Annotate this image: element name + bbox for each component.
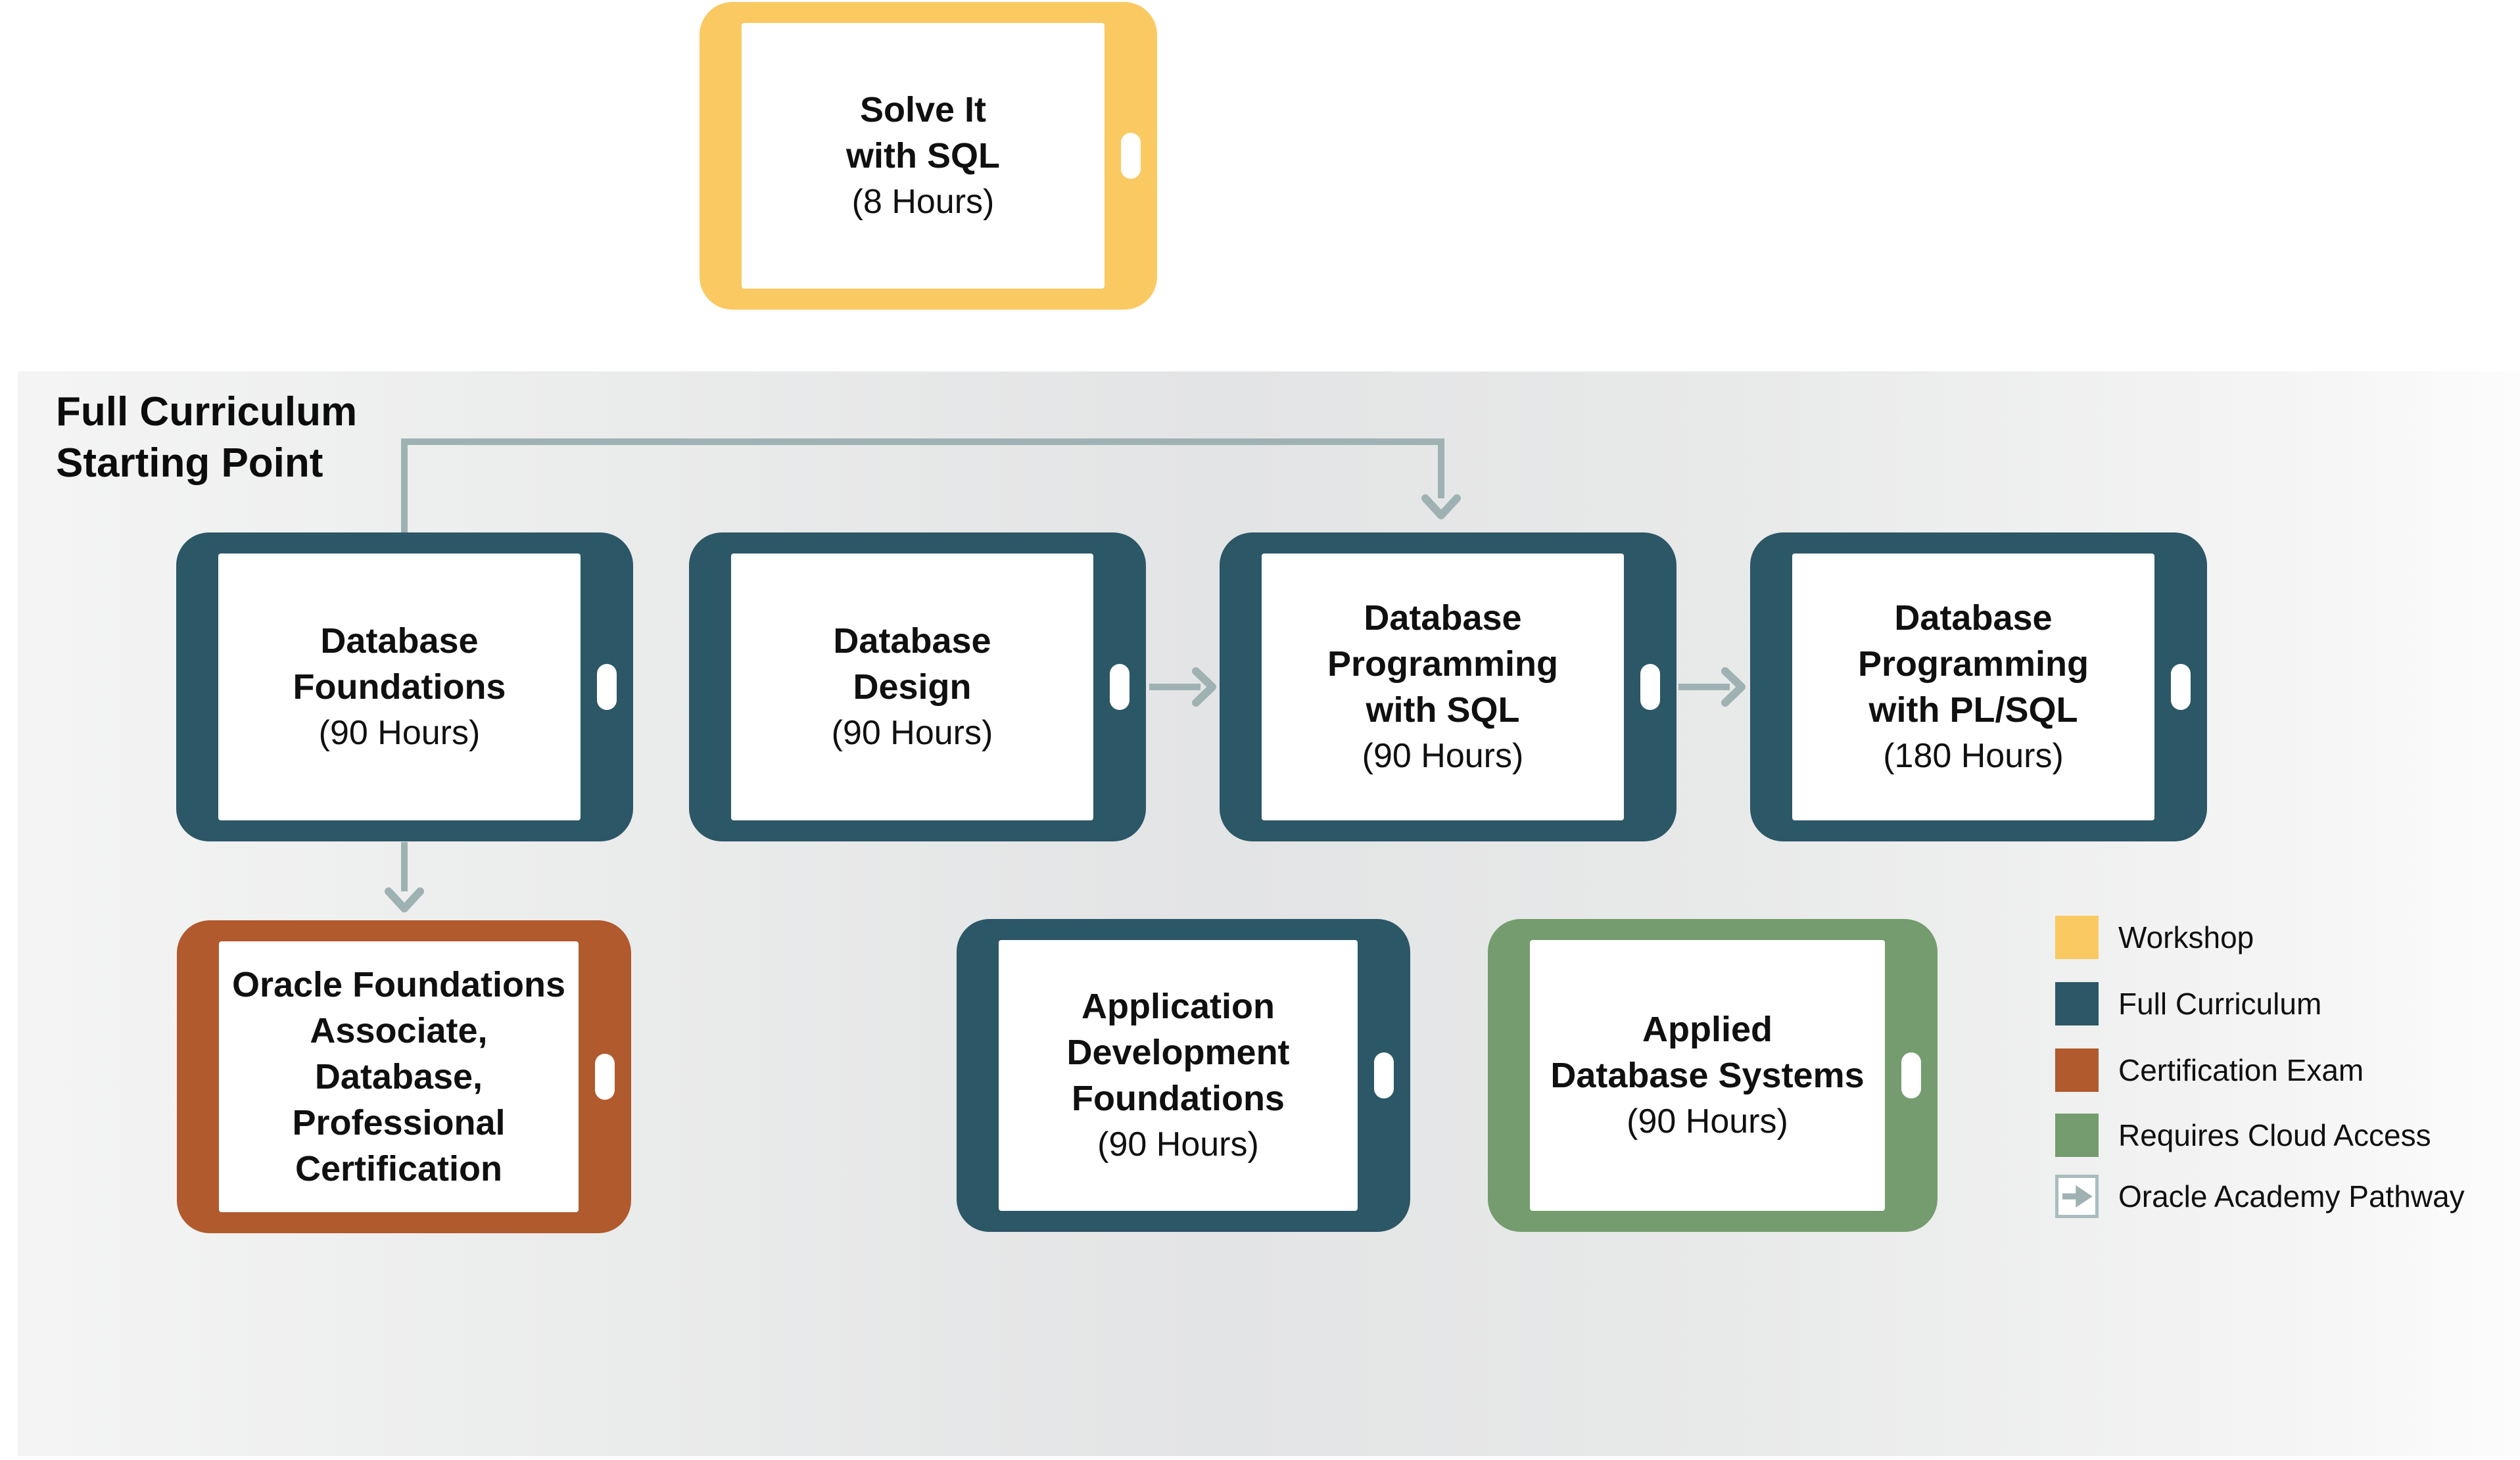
tablet-screen: Solve It with SQL (8 Hours) — [742, 23, 1105, 289]
course-title-line: Database Systems — [1550, 1056, 1865, 1095]
home-button-icon — [1110, 664, 1129, 710]
course-title-line: Professional — [292, 1103, 506, 1142]
starting-point-label: Full Curriculum Starting Point — [56, 387, 357, 489]
course-title-line: Associate, — [310, 1011, 488, 1050]
course-title-line: Database — [833, 621, 991, 661]
home-button-icon — [1374, 1052, 1394, 1098]
course-hours: (90 Hours) — [318, 714, 481, 752]
home-button-icon — [595, 1054, 615, 1100]
starting-point-line2: Starting Point — [56, 440, 323, 486]
tablet-screen: Application Development Foundations (90 … — [999, 940, 1358, 1211]
tablet-applied-database-systems: Applied Database Systems (90 Hours) — [1488, 919, 1938, 1232]
full-curriculum-swatch-icon — [2055, 982, 2099, 1025]
workshop-swatch-icon — [2055, 916, 2099, 959]
course-title-line: Application — [1082, 987, 1275, 1026]
course-hours: (8 Hours) — [851, 183, 995, 221]
tablet-database-programming-with-sql: Database Programming with SQL (90 Hours) — [1220, 532, 1676, 841]
certification-exam-swatch-icon — [2055, 1048, 2099, 1092]
tablet-screen: Database Programming with PL/SQL (180 Ho… — [1792, 553, 2154, 820]
tablet-screen: Database Design (90 Hours) — [731, 553, 1093, 820]
course-title-line: with SQL — [1366, 690, 1520, 730]
legend-label: Certification Exam — [2118, 1053, 2364, 1087]
course-title-line: Foundations — [1072, 1079, 1285, 1118]
course-title-line: Design — [853, 667, 972, 707]
tablet-oracle-foundations-certification: Oracle Foundations Associate, Database, … — [177, 920, 631, 1233]
course-title-line: Database — [1894, 598, 2053, 638]
home-button-icon — [597, 664, 617, 710]
course-title-line: Database — [320, 621, 479, 661]
tablet-screen: Database Foundations (90 Hours) — [218, 553, 581, 820]
legend-label: Workshop — [2118, 920, 2254, 954]
tablet-database-design: Database Design (90 Hours) — [689, 532, 1146, 841]
course-title-line: Database — [1364, 598, 1522, 638]
home-button-icon — [2171, 664, 2191, 710]
course-title-line: Programming — [1857, 644, 2089, 684]
legend-item-workshop: Workshop — [2055, 916, 2254, 959]
right-arrow-icon — [2055, 1175, 2099, 1218]
course-hours: (90 Hours) — [831, 714, 993, 752]
course-title-line: Solve It — [859, 90, 987, 130]
tablet-screen: Oracle Foundations Associate, Database, … — [219, 941, 579, 1212]
tablet-solve-it-with-sql: Solve It with SQL (8 Hours) — [700, 2, 1157, 310]
course-title-line: with SQL — [846, 136, 1000, 176]
course-title-line: Database, — [314, 1057, 483, 1096]
course-title-line: with PL/SQL — [1868, 690, 2078, 730]
home-button-icon — [1640, 664, 1660, 710]
legend-item-full-curriculum: Full Curriculum — [2055, 982, 2321, 1025]
legend-item-certification-exam: Certification Exam — [2055, 1048, 2364, 1092]
course-hours: (90 Hours) — [1097, 1125, 1259, 1164]
legend-item-requires-cloud-access: Requires Cloud Access — [2055, 1114, 2431, 1157]
legend-label: Oracle Academy Pathway — [2118, 1179, 2465, 1213]
tablet-application-development-foundations: Application Development Foundations (90 … — [957, 919, 1410, 1232]
legend-label: Full Curriculum — [2118, 987, 2322, 1021]
home-button-icon — [1901, 1052, 1921, 1098]
course-title-line: Applied — [1642, 1010, 1772, 1049]
tablet-database-foundations: Database Foundations (90 Hours) — [176, 532, 633, 841]
tablet-screen: Applied Database Systems (90 Hours) — [1530, 940, 1885, 1211]
course-title-line: Certification — [295, 1149, 503, 1189]
legend-item-oracle-academy-pathway: Oracle Academy Pathway — [2055, 1175, 2465, 1218]
course-title-line: Programming — [1327, 644, 1559, 684]
tablet-screen: Database Programming with SQL (90 Hours) — [1262, 553, 1624, 820]
course-title-line: Oracle Foundations — [231, 965, 566, 1004]
starting-point-line1: Full Curriculum — [56, 389, 358, 435]
tablet-database-programming-with-plsql: Database Programming with PL/SQL (180 Ho… — [1750, 532, 2207, 841]
course-hours: (90 Hours) — [1627, 1102, 1788, 1141]
course-hours: (90 Hours) — [1362, 737, 1524, 775]
course-title-line: Development — [1066, 1033, 1290, 1072]
requires-cloud-access-swatch-icon — [2055, 1114, 2099, 1157]
home-button-icon — [1121, 133, 1141, 179]
course-title-line: Foundations — [293, 667, 506, 707]
legend-label: Requires Cloud Access — [2118, 1118, 2431, 1152]
course-hours: (180 Hours) — [1883, 737, 2064, 775]
